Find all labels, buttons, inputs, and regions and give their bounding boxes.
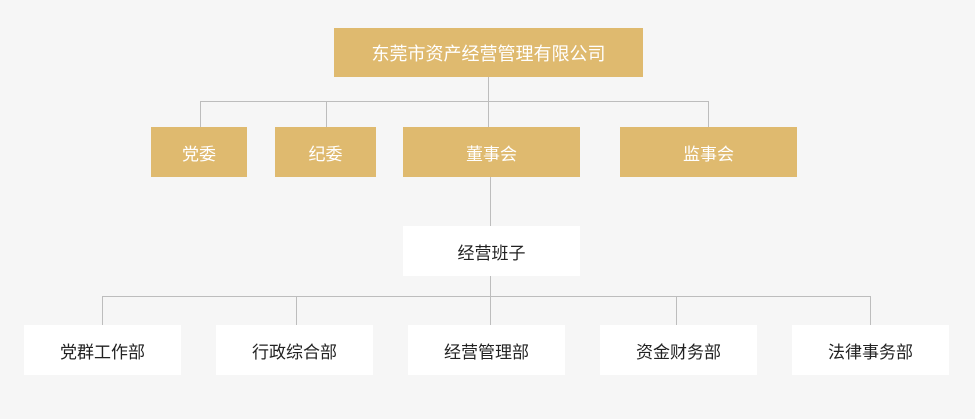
dept-legal-node: 法律事务部: [792, 325, 949, 375]
dept-administration-node: 行政综合部: [216, 325, 373, 375]
board-of-directors-node: 董事会: [403, 127, 580, 177]
dept-operations-node: 经营管理部: [408, 325, 565, 375]
root-node: 东莞市资产经营管理有限公司: [334, 28, 643, 77]
discipline-committee-node: 纪委: [275, 127, 376, 177]
dept-finance-node: 资金财务部: [600, 325, 757, 375]
management-team-node: 经营班子: [403, 226, 580, 276]
supervisory-board-node: 监事会: [620, 127, 797, 177]
dept-party-affairs-node: 党群工作部: [24, 325, 181, 375]
party-committee-node: 党委: [151, 127, 247, 177]
